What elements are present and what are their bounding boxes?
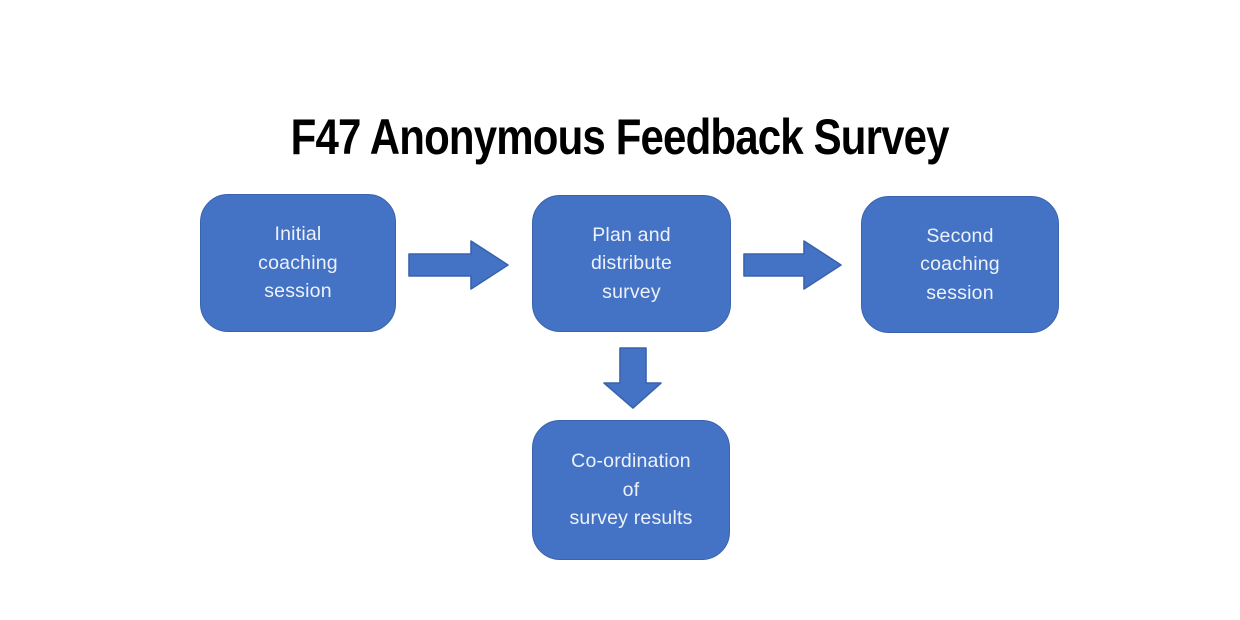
diagram-title: F47 Anonymous Feedback Survey bbox=[0, 108, 1240, 166]
node-second-coaching-session: Second coaching session bbox=[861, 196, 1059, 333]
node-plan-distribute-survey: Plan and distribute survey bbox=[532, 195, 731, 332]
diagram-title-text: F47 Anonymous Feedback Survey bbox=[291, 109, 950, 165]
node-label: Co-ordination of survey results bbox=[569, 450, 693, 530]
right-arrow-icon bbox=[743, 240, 843, 290]
node-label: Initial coaching session bbox=[258, 223, 338, 303]
node-initial-coaching-session: Initial coaching session bbox=[200, 194, 396, 332]
node-label: Plan and distribute survey bbox=[590, 223, 673, 303]
node-label: Second coaching session bbox=[920, 224, 1000, 304]
right-arrow-icon bbox=[408, 240, 510, 290]
node-coordination-survey-results: Co-ordination of survey results bbox=[532, 420, 730, 560]
down-arrow-icon bbox=[603, 347, 663, 409]
